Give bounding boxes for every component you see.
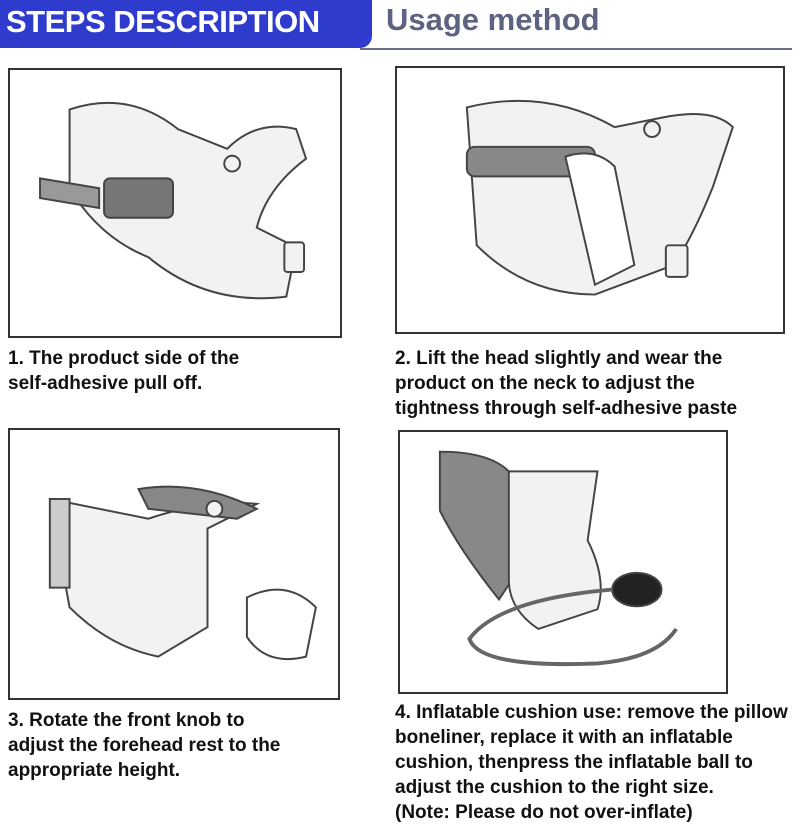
- caption-line: 4. Inflatable cushion use: remove the pi…: [395, 702, 788, 723]
- caption-line: product on the neck to adjust the: [395, 373, 695, 394]
- step-4-illustration: [398, 430, 728, 694]
- neck-brace-image: [39, 101, 308, 300]
- caption-line: appropriate height.: [8, 760, 181, 781]
- step-4-caption: 4. Inflatable cushion use: remove the pi…: [395, 700, 788, 825]
- step-1-caption: 1. The product side of the self-adhesive…: [8, 346, 239, 396]
- step-3-illustration: [8, 428, 340, 700]
- neck-brace-image: [465, 99, 734, 296]
- divider: [360, 48, 792, 50]
- caption-line: 3. Rotate the front knob to: [8, 710, 245, 731]
- step-2-caption: 2. Lift the head slightly and wear the p…: [395, 346, 737, 421]
- caption-line: 2. Lift the head slightly and wear the: [395, 348, 723, 369]
- section-subtitle: Usage method: [386, 2, 600, 37]
- step-2-illustration: [395, 66, 785, 334]
- caption-line: adjust the forehead rest to the: [8, 735, 281, 756]
- caption-line: boneliner, replace it with an inflatable: [395, 727, 733, 748]
- caption-line: tightness through self-adhesive paste: [395, 398, 738, 419]
- caption-line: cushion, thenpress the inflatable ball t…: [395, 752, 753, 773]
- section-title: STEPS DESCRIPTION: [0, 0, 372, 48]
- step-1-illustration: [8, 68, 342, 338]
- neck-brace-image: [48, 485, 317, 661]
- caption-line: self-adhesive pull off.: [8, 373, 203, 394]
- caption-line: (Note: Please do not over-inflate): [395, 802, 693, 823]
- step-3-caption: 3. Rotate the front knob to adjust the f…: [8, 708, 280, 783]
- caption-line: adjust the cushion to the right size.: [395, 777, 714, 798]
- neck-brace-image: [438, 450, 678, 667]
- caption-line: 1. The product side of the: [8, 348, 240, 369]
